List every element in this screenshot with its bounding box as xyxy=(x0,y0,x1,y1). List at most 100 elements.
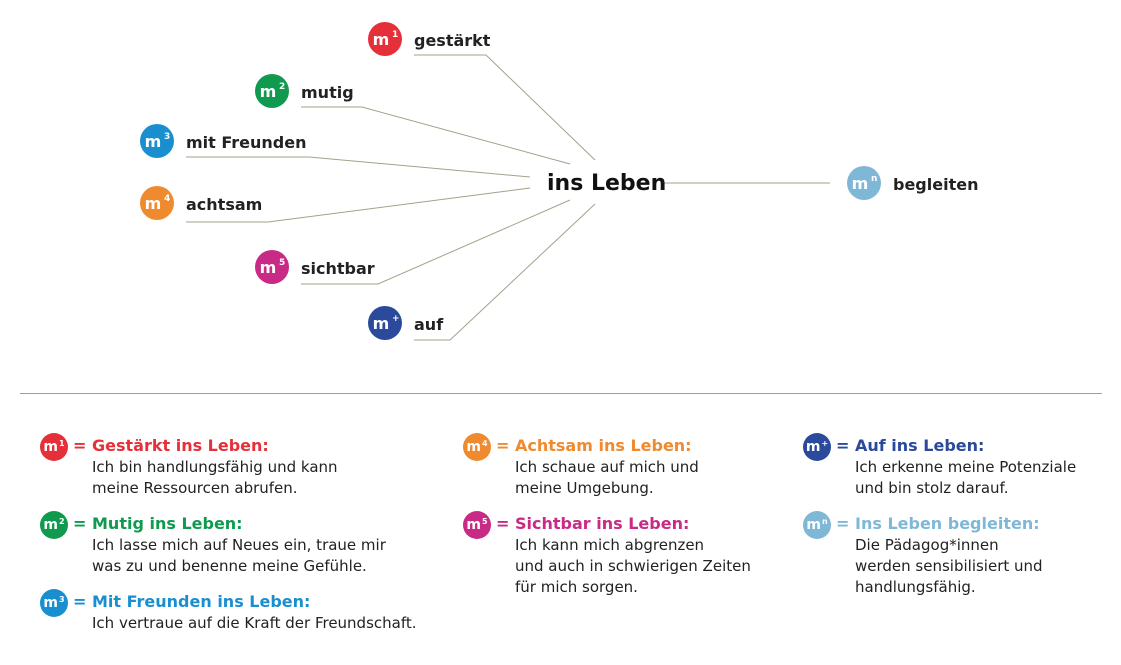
legend-description-line: meine Ressourcen abrufen. xyxy=(92,479,298,497)
legend-badge-sup: 2 xyxy=(59,517,65,526)
legend-description-line: Ich erkenne meine Potenziale xyxy=(855,458,1077,476)
legend-item: m3 = Mit Freunden ins Leben: Ich vertraue a… xyxy=(40,589,417,634)
legend-equals: = xyxy=(836,436,850,455)
legend-badge: m4 xyxy=(463,433,491,461)
legend-item: m+ = Auf ins Leben: Ich erkenne meine Poten… xyxy=(803,433,1076,499)
legend-title: Sichtbar ins Leben: xyxy=(515,514,690,533)
legend-item: m5 = Sichtbar ins Leben: Ich kann mich abgr… xyxy=(463,511,751,598)
legend-badge-sup: 3 xyxy=(59,595,65,604)
node-badge-letter: m xyxy=(260,258,277,277)
center-label: ins Leben xyxy=(547,171,666,196)
legend-title: Ins Leben begleiten: xyxy=(855,514,1040,533)
legend-badge: m1 xyxy=(40,433,68,461)
node-badge-letter: m xyxy=(145,132,162,151)
node-label-m4: achtsam xyxy=(186,195,262,214)
legend-description-line: Ich kann mich abgrenzen xyxy=(515,536,705,554)
legend-column-2: m4 = Achtsam ins Leben: Ich schaue auf mich… xyxy=(463,433,751,610)
legend-equals: = xyxy=(496,514,510,533)
legend-badge: m3 xyxy=(40,589,68,617)
node-badge-sup: 1 xyxy=(392,30,398,40)
node-badge-sup: n xyxy=(871,174,877,184)
connector-m3 xyxy=(186,156,531,178)
node-badge-m1 xyxy=(368,22,402,56)
node-badge-sup: 3 xyxy=(164,132,170,142)
legend-equals: = xyxy=(73,514,87,533)
node-badge-sup: + xyxy=(392,314,400,324)
legend-column-1: m1 = Gestärkt ins Leben: Ich bin handlungsf… xyxy=(40,433,417,646)
legend-title: Mit Freunden ins Leben: xyxy=(92,592,311,611)
connector-m4 xyxy=(186,187,531,223)
node-badge-m3 xyxy=(140,124,174,158)
legend-description-line: handlungsfähig. xyxy=(855,578,976,596)
connector-m2 xyxy=(301,106,571,165)
node-mplus: m+ auf xyxy=(368,306,444,340)
node-badge-letter: m xyxy=(852,174,869,193)
legend-badge: mn xyxy=(803,511,831,539)
legend-badge-sup: 1 xyxy=(59,439,65,448)
legend-badge-sup: + xyxy=(821,439,829,448)
legend-description-line: Ich lasse mich auf Neues ein, traue mir xyxy=(92,536,386,554)
legend-equals: = xyxy=(836,514,850,533)
node-badge-letter: m xyxy=(260,82,277,101)
node-label-m5: sichtbar xyxy=(301,259,375,278)
legend-description-line: meine Umgebung. xyxy=(515,479,654,497)
legend-equals: = xyxy=(496,436,510,455)
node-label-mplus: auf xyxy=(414,315,444,334)
legend-title: Achtsam ins Leben: xyxy=(515,436,692,455)
legend-badge: m2 xyxy=(40,511,68,539)
legend-title: Auf ins Leben: xyxy=(855,436,985,455)
legend-description-line: Ich bin handlungsfähig und kann xyxy=(92,458,338,476)
connector-mplus xyxy=(414,203,596,341)
legend-description-line: Ich schaue auf mich und xyxy=(515,458,699,476)
legend-description-line: für mich sorgen. xyxy=(515,578,638,596)
node-badge-mplus xyxy=(368,306,402,340)
connector-lines xyxy=(186,54,830,341)
legend-badge-sup: 5 xyxy=(482,517,488,526)
node-label-m1: gestärkt xyxy=(414,31,491,50)
legend-badge: m5 xyxy=(463,511,491,539)
legend-badge-sup: n xyxy=(821,517,828,526)
legend-description-line: werden sensibilisiert und xyxy=(855,557,1043,575)
section-divider xyxy=(20,393,1102,394)
node-badge-sup: 5 xyxy=(279,258,285,268)
node-badge-m4 xyxy=(140,186,174,220)
legend-equals: = xyxy=(73,592,87,611)
legend-badge-sup: 4 xyxy=(482,439,488,448)
legend-column-3: m+ = Auf ins Leben: Ich erkenne meine Poten… xyxy=(803,433,1076,610)
node-label-m3: mit Freunden xyxy=(186,133,307,152)
legend-description-line: Die Pädagog*innen xyxy=(855,536,999,554)
node-badge-sup: 2 xyxy=(279,82,285,92)
legend-item: mn = Ins Leben begleiten: Die Pädagog*innen… xyxy=(803,511,1076,598)
node-badge-letter: m xyxy=(373,314,390,333)
node-badge-letter: m xyxy=(373,30,390,49)
legend-title: Mutig ins Leben: xyxy=(92,514,243,533)
node-badge-m2 xyxy=(255,74,289,108)
legend-description-line: und bin stolz darauf. xyxy=(855,479,1009,497)
legend-item: m4 = Achtsam ins Leben: Ich schaue auf mich… xyxy=(463,433,751,499)
node-badge-letter: m xyxy=(145,194,162,213)
legend-item: m2 = Mutig ins Leben: Ich lasse mich auf Ne… xyxy=(40,511,417,577)
node-label-mn: begleiten xyxy=(893,175,978,194)
node-badge-sup: 4 xyxy=(164,194,170,204)
legend-description-line: was zu und benenne meine Gefühle. xyxy=(92,557,367,575)
node-badge-m5 xyxy=(255,250,289,284)
legend-description-line: und auch in schwierigen Zeiten xyxy=(515,557,751,575)
node-badge-mn xyxy=(847,166,881,200)
legend-equals: = xyxy=(73,436,87,455)
legend-item: m1 = Gestärkt ins Leben: Ich bin handlungsf… xyxy=(40,433,417,499)
legend-title: Gestärkt ins Leben: xyxy=(92,436,269,455)
node-label-m2: mutig xyxy=(301,83,354,102)
connector-m5 xyxy=(301,199,571,285)
connector-m1 xyxy=(414,54,596,161)
legend-description-line: Ich vertraue auf die Kraft der Freundsch… xyxy=(92,614,417,632)
legend-badge: m+ xyxy=(803,433,831,461)
